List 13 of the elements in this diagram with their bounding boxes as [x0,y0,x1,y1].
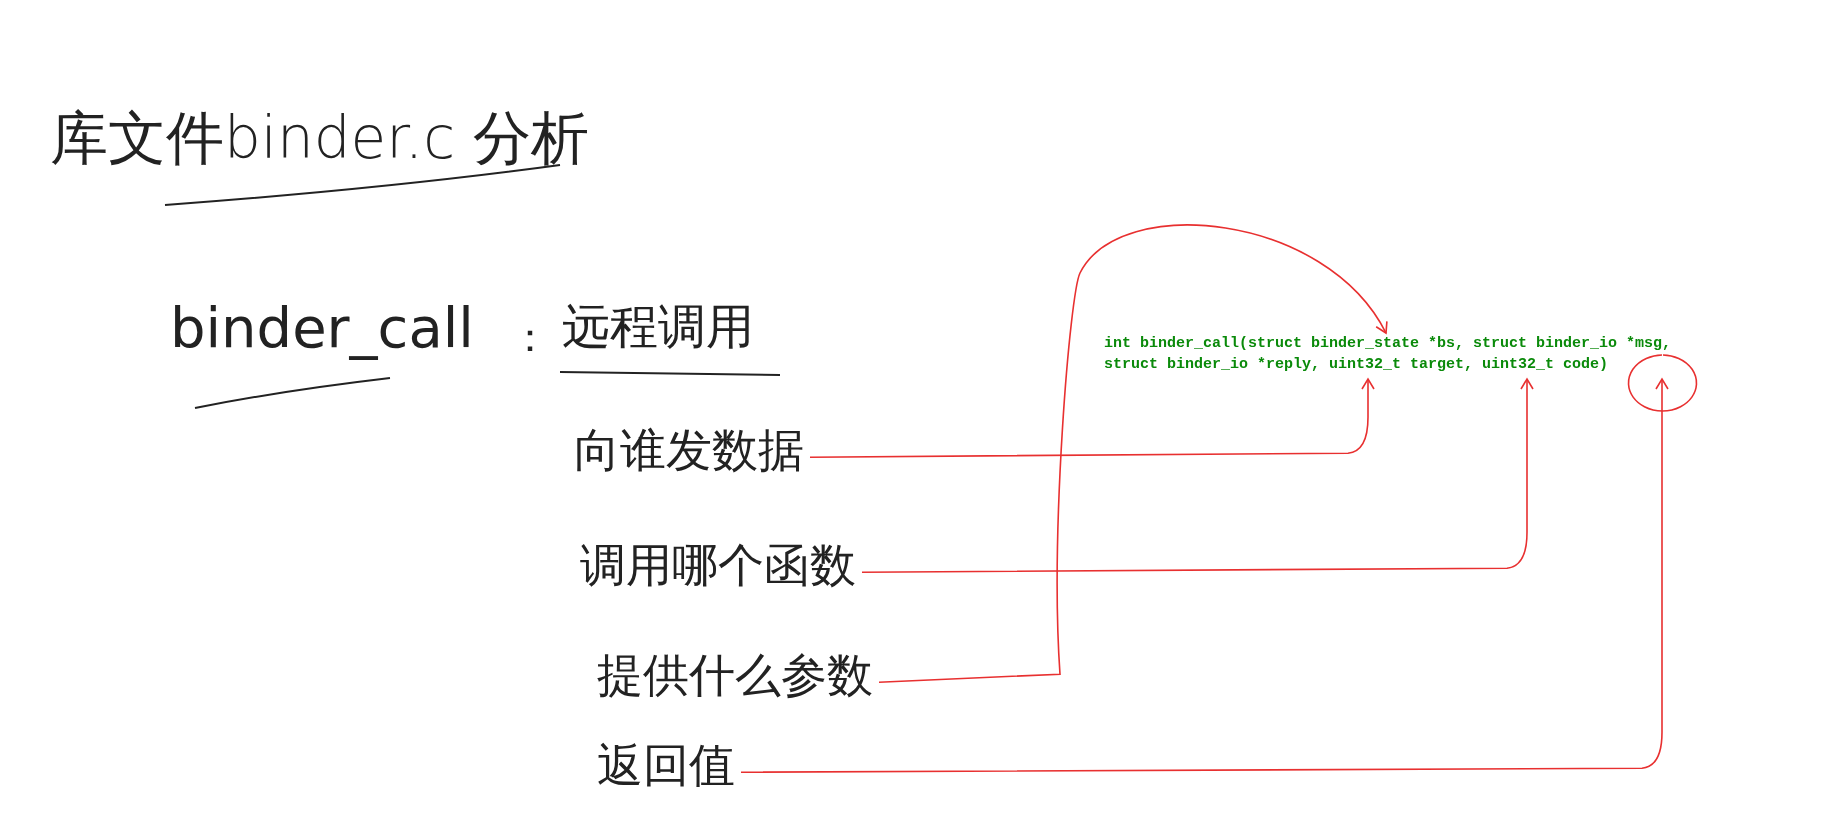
handwritten-note: 调用哪个函数 [580,535,856,597]
code-signature: int binder_call(struct binder_state *bs, struct binder_io *msg, struct binder_io *reply, uint32_t target, uint32_t code) [1104,333,1704,375]
handwritten-note: ： [510,313,550,362]
arrow [861,378,1534,573]
handwritten-note: 提供什么参数 [597,645,873,707]
arrow [809,378,1375,458]
handwritten-note: 向谁发数据 [574,420,804,482]
arrow [740,378,1669,773]
handwritten-title: 库文件binder.c 分析 [50,103,590,174]
arrow [878,224,1387,683]
handwritten-note: 返回值 [597,735,735,797]
handwritten-note: 远程调用 [562,297,754,356]
handwritten-note: binder_call [170,295,474,360]
